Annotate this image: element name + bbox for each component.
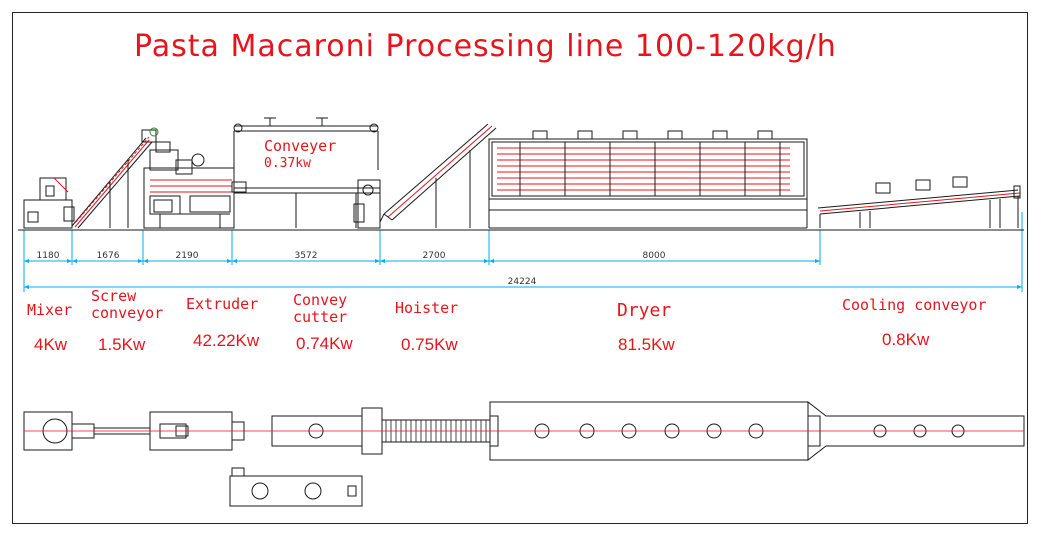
hoister-name: Hoister (395, 299, 459, 317)
dryer-side (488, 130, 808, 229)
plan-view (23, 400, 1025, 507)
extruder-power: 42.22Kw (193, 331, 260, 350)
dim-convey-cutter: 3572 (294, 251, 318, 261)
mixer-side (23, 177, 75, 229)
dim-screw-conveyor: 1676 (96, 251, 120, 261)
cooling-conveyor-side (817, 176, 1021, 228)
mixer-name: Mixer (27, 301, 73, 319)
dryer-name: Dryer (617, 300, 672, 321)
cooling-conveyor-name: Cooling conveyor (842, 296, 987, 314)
extruder-name: Extruder (186, 295, 259, 313)
convey-cutter-power: 0.74Kw (296, 334, 353, 353)
extruder-side (143, 141, 247, 229)
convey-cutter-side (234, 179, 381, 229)
dim-hoister: 2700 (422, 251, 446, 261)
screw-conveyor-name-line1: Screw (91, 287, 137, 305)
dim-mixer: 1180 (36, 251, 60, 261)
conveyer-frame (233, 117, 379, 170)
dryer-belts (497, 147, 790, 191)
diagram-title: Pasta Macaroni Processing line 100-120kg… (134, 29, 837, 64)
cooling-conveyor-power: 0.8Kw (882, 330, 930, 349)
conveyer-name: Conveyer (264, 137, 337, 155)
screw-conveyor-side (71, 127, 159, 229)
mixer-power: 4Kw (34, 335, 68, 354)
screw-conveyor-power: 1.5Kw (98, 335, 146, 354)
dim-extruder: 2190 (175, 251, 199, 261)
hoister-power: 0.75Kw (401, 335, 458, 354)
diagram-frame (12, 12, 1028, 524)
convey-cutter-name-line2: cutter (293, 308, 348, 326)
dryer-partitions (519, 142, 781, 196)
dimension-lines (23, 212, 1023, 292)
dryer-power: 81.5Kw (618, 335, 675, 354)
screw-conveyor-name-line2: conveyor (91, 304, 164, 322)
convey-cutter-name-line1: Convey (293, 291, 348, 309)
conveyer-power: 0.37kw (264, 156, 311, 171)
hoister-side (379, 123, 497, 228)
dim-dryer: 8000 (642, 251, 666, 261)
dim-total: 24224 (507, 277, 537, 287)
